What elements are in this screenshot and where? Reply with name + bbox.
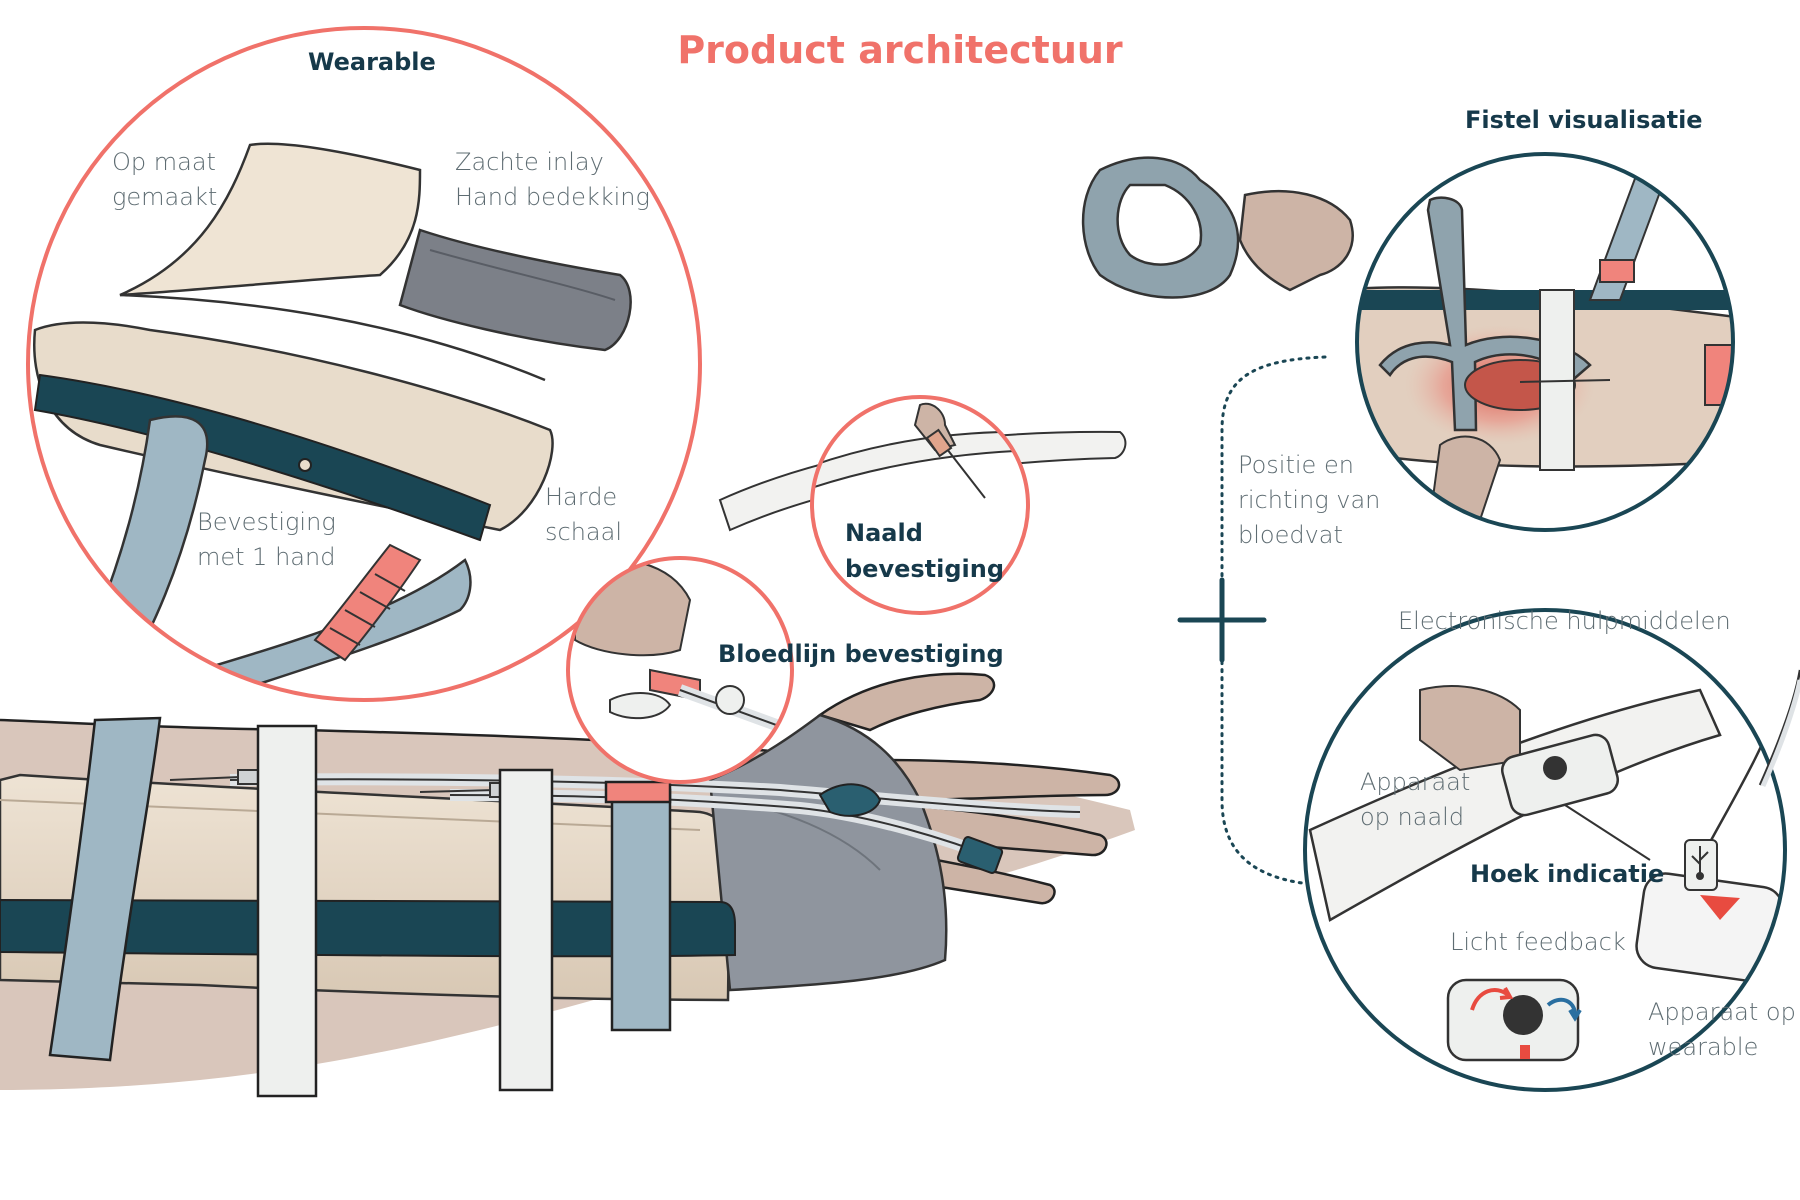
arrow-red-icon <box>1470 987 1514 1011</box>
electronics-label-device-wearable: Apparaat op wearable <box>1648 995 1796 1065</box>
needle-heading-line: bevestiging <box>845 555 1005 583</box>
fistula-circle-illustration <box>1357 164 1733 521</box>
fistula-heading: Fistel visualisatie <box>1465 106 1703 134</box>
main-arm-illustration <box>0 672 1135 1098</box>
plus-icon <box>1177 577 1267 663</box>
usb-icon <box>1691 846 1709 880</box>
needle-circle-illustration <box>812 402 1028 499</box>
wearable-label-custom-line: Op maat <box>112 148 216 176</box>
electronics-label-device-needle-line: op naald <box>1360 803 1465 831</box>
fistula-visualizer-device <box>1081 156 1354 299</box>
wearable-heading: Wearable <box>308 48 436 76</box>
fistula-circle-border <box>1355 152 1735 532</box>
wearable-label-custom-line: gemaakt <box>112 183 218 211</box>
wearable-label-inlay: Zachte inlay Hand bedekking <box>455 145 650 215</box>
wearable-label-inlay-line: Hand bedekking <box>455 183 650 211</box>
light-feedback-device <box>1446 978 1582 1062</box>
page-title: Product architectuur <box>677 28 1123 72</box>
electronics-label-device-needle: Apparaat op naald <box>1360 765 1470 835</box>
electronics-circle-border <box>1303 608 1787 1092</box>
wearable-circle-illustration <box>33 142 632 700</box>
bloodline-tubes <box>229 773 1081 866</box>
wearable-label-fixation: Bevestiging met 1 hand <box>197 505 336 575</box>
wearable-label-custom: Op maat gemaakt <box>112 145 217 215</box>
needle-heading-line: Naald <box>845 519 923 547</box>
wearable-label-shell-line: schaal <box>545 518 622 546</box>
bloodline-heading: Bloedlijn bevestiging <box>718 640 1004 668</box>
needle-heading: Naald bevestiging <box>845 515 1004 587</box>
shell-dark-band <box>33 373 492 542</box>
fistula-label: Positie en richting van bloedvat <box>1238 448 1380 553</box>
electronics-label-device-wearable-line: Apparaat op <box>1648 998 1796 1026</box>
bloodline-circle-border <box>566 556 794 784</box>
strap-buckle <box>313 543 422 662</box>
electronics-heading: Electronische hulpmiddelen <box>1398 607 1731 635</box>
wearable-circle-border <box>26 26 702 702</box>
electronics-label-device-needle-line: Apparaat <box>1360 768 1471 796</box>
needle-circle-border <box>810 395 1030 615</box>
wearable-label-fixation-line: Bevestiging <box>197 508 336 536</box>
main-straps <box>48 716 672 1098</box>
angle-indication-heading: Hoek indicatie <box>1470 860 1665 888</box>
fistula-label-line: bloedvat <box>1238 521 1343 549</box>
arrow-blue-icon <box>1546 997 1582 1022</box>
electronics-label-light-feedback: Licht feedback <box>1450 928 1626 956</box>
fistula-label-line: richting van <box>1238 486 1381 514</box>
wearable-label-fixation-line: met 1 hand <box>197 543 336 571</box>
wearable-label-shell-line: Harde <box>545 483 618 511</box>
tube-clamp <box>818 783 1004 874</box>
wearable-label-inlay-line: Zachte inlay <box>455 148 604 176</box>
electronics-circle-illustration <box>1308 685 1784 983</box>
wearable-label-shell: Harde schaal <box>545 480 622 550</box>
electronics-label-device-wearable-line: wearable <box>1648 1033 1759 1061</box>
fistula-label-line: Positie en <box>1238 451 1354 479</box>
